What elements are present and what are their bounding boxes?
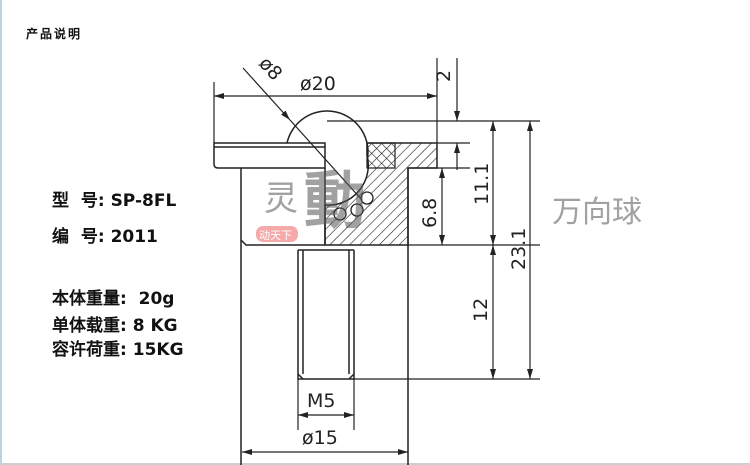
spec-code: 编 号: 2011 <box>52 222 158 247</box>
spec-label: 单体载重: <box>52 316 127 336</box>
part-outline <box>213 142 409 465</box>
spec-label: 容许荷重: <box>52 340 127 360</box>
svg-text:动天下: 动天下 <box>259 229 292 242</box>
small-balls <box>333 191 374 221</box>
dim-thread: M5 <box>307 390 335 412</box>
dim-ball-dia: ø8 <box>254 53 286 85</box>
dimension-lines <box>213 58 540 455</box>
dim-body-height: 6.8 <box>419 198 441 228</box>
ball <box>286 110 369 162</box>
svg-text:灵: 灵 <box>264 179 298 219</box>
dim-body-dia: ø15 <box>302 427 338 449</box>
hatched-section-left <box>366 142 396 169</box>
watermark-logo: 灵 動 万向球 动天下 <box>256 164 642 242</box>
spec-label: 本体重量: <box>52 289 127 309</box>
dim-flange-dia: ø20 <box>300 73 336 95</box>
spec-value: 2011 <box>110 227 158 247</box>
spec-model: 型 号: SP-8FL <box>52 186 176 211</box>
spec-label: 型 号: <box>52 191 105 211</box>
dim-protrusion: 2 <box>433 70 455 82</box>
spec-value: SP-8FL <box>110 191 177 211</box>
spec-weight: 本体重量: 20g <box>52 284 174 309</box>
dim-stud-length: 12 <box>470 298 492 322</box>
svg-text:万向球: 万向球 <box>552 195 642 230</box>
spec-value: 20g <box>132 289 175 309</box>
dim-top-to-base: 11.1 <box>471 163 493 205</box>
spec-unit-load: 单体载重: 8 KG <box>52 311 178 336</box>
spec-value: 15KG <box>132 340 184 360</box>
page-title: 产品说明 <box>26 27 83 41</box>
spec-value: 8 KG <box>132 316 178 336</box>
spec-allowable-load: 容许荷重: 15KG <box>52 335 184 360</box>
spec-label: 编 号: <box>52 227 105 247</box>
dim-total-height: 23.1 <box>508 228 530 270</box>
svg-text:動: 動 <box>304 164 366 237</box>
